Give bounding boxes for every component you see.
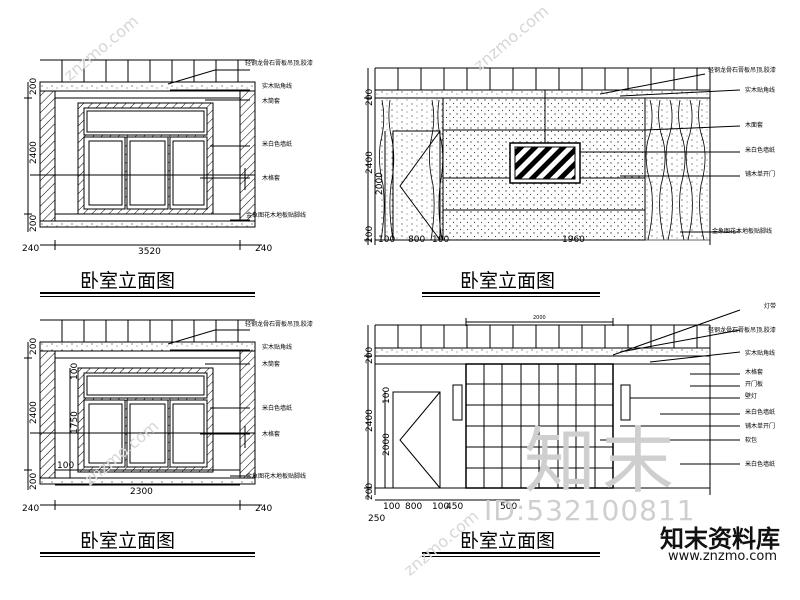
dim-label: 2000	[375, 172, 385, 195]
tl-notes: 轻钢龙骨石膏板吊顶,胶漆 实木贴角线 木筒套 米白色墙纸 木格套 金象图花木地板…	[245, 59, 313, 219]
dim-label: 3520	[138, 247, 161, 257]
leaders	[580, 73, 741, 233]
caption-underline	[40, 552, 255, 554]
tl-note: 实木贴角线	[262, 82, 292, 90]
dim-label: 240	[255, 504, 272, 514]
dim-label: 240	[255, 244, 272, 254]
dim-label: 200	[29, 78, 39, 95]
dim-label: 250	[368, 514, 385, 524]
ceiling-joists	[397, 68, 698, 90]
caption-top-right: 卧室立面图	[460, 270, 556, 292]
caption-underline	[422, 292, 600, 294]
dim-label: 450	[446, 502, 463, 512]
caption-underline	[40, 556, 255, 557]
br-note: 灯带	[764, 302, 776, 310]
tr-note: 木面套	[745, 121, 763, 129]
dim-label: 100	[70, 363, 80, 380]
dim-label: 100	[383, 502, 400, 512]
dim-label: 2000	[533, 315, 546, 321]
br-note: 开门板	[745, 380, 763, 388]
dim-label: 2300	[130, 487, 153, 497]
tr-note: 米白色墙纸	[745, 146, 775, 154]
elevation-top-right	[364, 67, 741, 245]
tl-note: 米白色墙纸	[262, 140, 292, 148]
dim-label: 200	[365, 226, 375, 243]
br-note: 米白色墙纸	[745, 408, 775, 416]
bl-note: 金象图花木地板贴脚线	[246, 472, 306, 480]
br-note: 米白色墙纸	[745, 460, 775, 468]
dim-label: 2000	[382, 433, 392, 456]
dim-label: 2400	[365, 151, 375, 174]
dim-label: 240	[22, 244, 39, 254]
dim-label: 100	[432, 502, 449, 512]
dim-label: 200	[365, 483, 375, 500]
leaders	[167, 329, 250, 477]
bl-note: 米白色墙纸	[262, 404, 292, 412]
caption-bottom-left: 卧室立面图	[80, 530, 176, 552]
ceiling-joists	[397, 325, 698, 348]
dim-label: 200	[29, 338, 39, 355]
dim-label: 200	[29, 215, 39, 232]
brand-url: www.znzmo.com	[668, 549, 778, 564]
caption-underline	[40, 292, 255, 294]
bl-note: 木筒套	[262, 360, 280, 368]
tr-note: 金象图花木地板贴脚线	[712, 227, 772, 235]
dim-label: 500	[500, 502, 517, 512]
dim-label: 200	[365, 347, 375, 364]
tr-note: 轻钢龙骨石膏板吊顶,胶漆	[708, 66, 776, 74]
caption-top-left: 卧室立面图	[80, 270, 176, 292]
caption-underline	[40, 296, 255, 297]
dim-label: 2400	[29, 401, 39, 424]
dim-label: 200	[29, 473, 39, 490]
caption-bottom-right: 卧室立面图	[460, 530, 556, 552]
dim-label: 2400	[365, 409, 375, 432]
bl-note: 轻钢龙骨石膏板吊顶,胶漆	[245, 320, 313, 328]
dim-label: 800	[408, 235, 425, 245]
elevation-bottom-right	[364, 309, 741, 501]
tr-note: 铺木单开门	[745, 170, 775, 178]
dim-label: 100	[382, 387, 392, 404]
watermark-id: ID:532100811	[484, 494, 696, 527]
tr-note: 实木贴角线	[745, 86, 775, 94]
ceiling-joists	[61, 320, 239, 342]
bl-note: 木格套	[262, 430, 280, 438]
caption-underline	[422, 296, 600, 297]
br-note: 木格套	[745, 368, 763, 376]
brand-name: 知末资料库	[660, 525, 780, 553]
dim-label: 200	[365, 89, 375, 106]
dim-label: 2400	[29, 141, 39, 164]
dim-label: 100	[57, 461, 74, 471]
dim-label: 100	[378, 235, 395, 245]
dim-label: 1750	[70, 411, 80, 434]
bl-note: 实木贴角线	[262, 343, 292, 351]
bl-notes: 轻钢龙骨石膏板吊顶,胶漆 实木贴角线 木筒套 米白色墙纸 木格套 金象图花木地板…	[245, 320, 313, 480]
ceiling-joists	[61, 60, 239, 82]
br-note: 铺木单开门	[745, 422, 775, 430]
elevation-top-left	[24, 59, 262, 250]
leaders	[600, 309, 741, 465]
br-note: 壁灯	[745, 392, 757, 400]
caption-underline	[422, 552, 600, 554]
leaders	[167, 69, 250, 221]
tr-notes: 轻钢龙骨石膏板吊顶,胶漆 实木贴角线 木面套 米白色墙纸 铺木单开门 金象图花木…	[708, 66, 776, 235]
watermark-logo-text: 知末	[524, 419, 681, 503]
dim-label: 1960	[562, 235, 585, 245]
dim-label: 100	[432, 235, 449, 245]
elevation-bottom-left	[24, 319, 262, 510]
tl-note: 木格套	[262, 174, 280, 182]
br-notes: 灯带 轻钢龙骨石膏板吊顶,胶漆 实木贴角线 木格套 开门板 壁灯 米白色墙纸 铺…	[708, 302, 776, 468]
tl-note: 轻钢龙骨石膏板吊顶,胶漆	[245, 59, 313, 67]
tl-note: 金象图花木地板贴脚线	[246, 211, 306, 219]
br-note: 软包	[745, 436, 757, 444]
br-note: 轻钢龙骨石膏板吊顶,胶漆	[708, 326, 776, 334]
caption-underline	[422, 556, 600, 557]
dim-label: 240	[22, 504, 39, 514]
dim-label: 800	[405, 502, 422, 512]
br-note: 实木贴角线	[745, 349, 775, 357]
tl-note: 木筒套	[262, 97, 280, 105]
